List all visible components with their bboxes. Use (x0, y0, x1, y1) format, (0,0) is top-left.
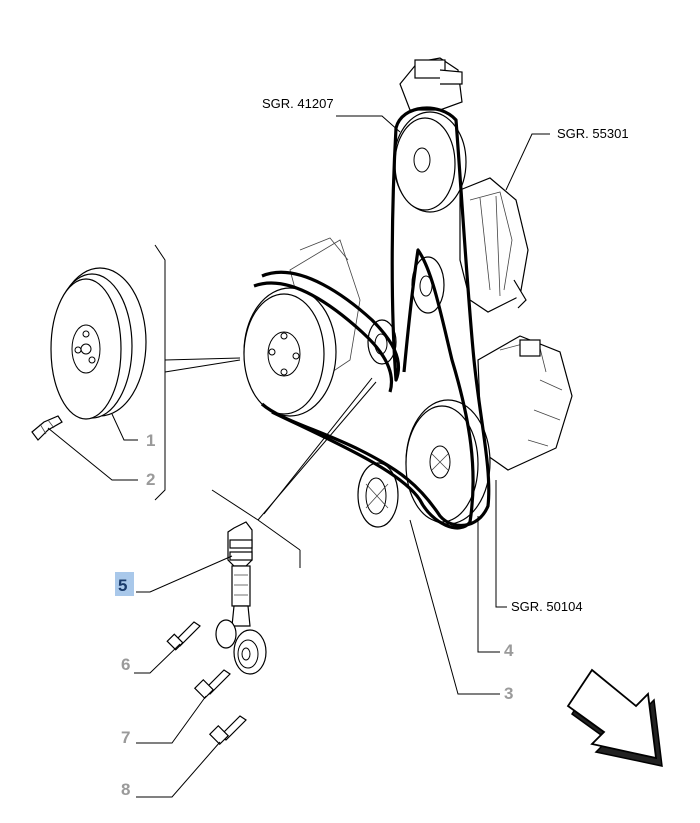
callout-5-highlight (115, 572, 134, 596)
compressor-pulley (405, 399, 491, 525)
callout-1[interactable]: 1 (146, 431, 155, 450)
engine-accessory-assembly (289, 57, 573, 528)
callout-8[interactable]: 8 (121, 780, 130, 799)
assembly-crank-pulley (243, 287, 337, 417)
part-3-ac-belt[interactable] (271, 248, 475, 530)
part-8-bolt[interactable] (208, 715, 247, 746)
next-page-arrow-icon[interactable] (566, 668, 663, 767)
ref-sgr-50104[interactable]: SGR. 50104 (511, 599, 583, 614)
callout-4[interactable]: 4 (504, 641, 514, 660)
leader-lines (47, 115, 550, 798)
part-4-serpentine-belt[interactable] (253, 106, 491, 528)
callout-3[interactable]: 3 (504, 684, 513, 703)
part-7-bolt[interactable] (193, 669, 231, 700)
tensioner-bracket-lines (211, 377, 377, 568)
part-5-belt-tensioner[interactable] (215, 521, 267, 675)
part-1-crankshaft-pulley[interactable] (50, 267, 147, 420)
ref-sgr-55301[interactable]: SGR. 55301 (557, 126, 629, 141)
callout-5[interactable]: 5 (118, 576, 127, 595)
power-steering-pulley (393, 111, 467, 213)
part-2-bolt[interactable] (31, 415, 63, 441)
callout-5-selected[interactable]: 5 (115, 572, 134, 596)
ref-sgr-41207[interactable]: SGR. 41207 (262, 96, 334, 111)
assembly-bracket-lines (154, 244, 241, 501)
callout-7[interactable]: 7 (121, 728, 130, 747)
callout-6[interactable]: 6 (121, 655, 130, 674)
part-6-bolt[interactable] (166, 621, 201, 651)
callout-2[interactable]: 2 (146, 470, 155, 489)
